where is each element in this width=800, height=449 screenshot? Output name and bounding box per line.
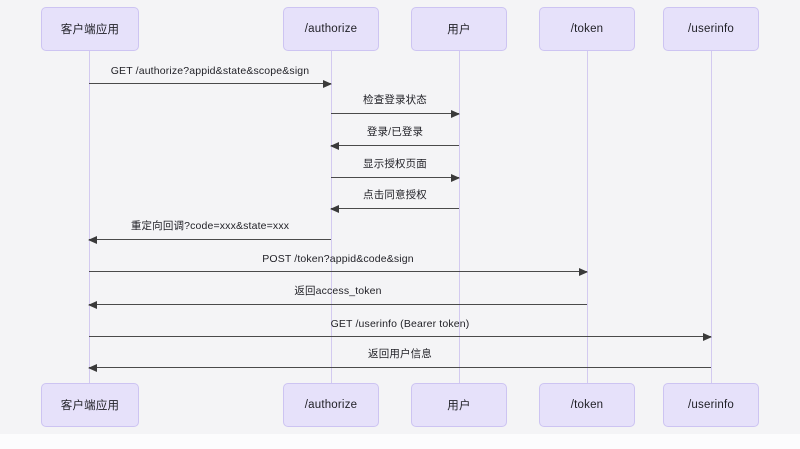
participant-label: 用户	[447, 24, 471, 36]
lifeline-user	[459, 51, 460, 383]
message-line	[89, 239, 331, 240]
participant-top-authorize[interactable]: /authorize	[283, 7, 379, 51]
canvas-bottom-strip	[0, 434, 800, 449]
sequence-diagram-canvas: 客户端应用/authorize 用户/token/userinfo GET /au…	[0, 0, 800, 434]
participant-bottom-token[interactable]: /token	[539, 383, 635, 427]
participant-label: /userinfo	[688, 399, 734, 411]
lifeline-token	[587, 51, 588, 383]
participant-top-token[interactable]: /token	[539, 7, 635, 51]
arrowhead-right-icon	[579, 267, 588, 276]
lifeline-client	[89, 51, 90, 383]
participant-label: /userinfo	[688, 23, 734, 35]
message-line	[89, 271, 587, 272]
lifeline-userinfo	[711, 51, 712, 383]
message-line	[89, 367, 711, 368]
participant-label: 用户	[447, 400, 471, 412]
participant-label: /authorize	[304, 23, 358, 35]
message-line	[89, 83, 331, 84]
message-label: GET /authorize?appid&state&scope&sign	[110, 65, 310, 77]
arrowhead-left-icon	[330, 204, 339, 213]
participant-top-user[interactable]: 用户	[411, 7, 507, 51]
message-label: 返回用户信息	[368, 348, 432, 360]
arrowhead-left-icon	[88, 235, 97, 244]
participant-bottom-user[interactable]: 用户	[411, 383, 507, 427]
participant-bottom-authorize[interactable]: /authorize	[283, 383, 379, 427]
message-label: 检查登录状态	[363, 94, 427, 106]
message-label: 返回access_token	[294, 285, 382, 297]
message-label: 重定向回调?code=xxx&state=xxx	[130, 220, 290, 232]
arrowhead-left-icon	[330, 141, 339, 150]
arrowhead-right-icon	[323, 79, 332, 88]
participant-label: /token	[570, 399, 604, 411]
message-line	[331, 113, 459, 114]
message-line	[89, 304, 587, 305]
message-label: 点击同意授权	[363, 189, 427, 201]
participant-bottom-client[interactable]: 客户端应用	[41, 383, 139, 427]
message-label: 显示授权页面	[363, 158, 427, 170]
lifeline-authorize	[331, 51, 332, 383]
participant-top-userinfo[interactable]: /userinfo	[663, 7, 759, 51]
message-label: GET /userinfo (Bearer token)	[330, 318, 470, 330]
participant-bottom-userinfo[interactable]: /userinfo	[663, 383, 759, 427]
arrowhead-left-icon	[88, 300, 97, 309]
arrowhead-right-icon	[451, 109, 460, 118]
arrowhead-left-icon	[88, 363, 97, 372]
message-label: POST /token?appid&code&sign	[262, 253, 414, 265]
arrowhead-right-icon	[451, 173, 460, 182]
participant-label: 客户端应用	[60, 400, 120, 412]
message-line	[331, 177, 459, 178]
message-line	[89, 336, 711, 337]
message-line	[331, 208, 459, 209]
arrowhead-right-icon	[703, 332, 712, 341]
participant-top-client[interactable]: 客户端应用	[41, 7, 139, 51]
participant-label: /token	[570, 23, 604, 35]
participant-label: /authorize	[304, 399, 358, 411]
message-line	[331, 145, 459, 146]
message-label: 登录/已登录	[366, 126, 424, 138]
participant-label: 客户端应用	[60, 24, 120, 36]
